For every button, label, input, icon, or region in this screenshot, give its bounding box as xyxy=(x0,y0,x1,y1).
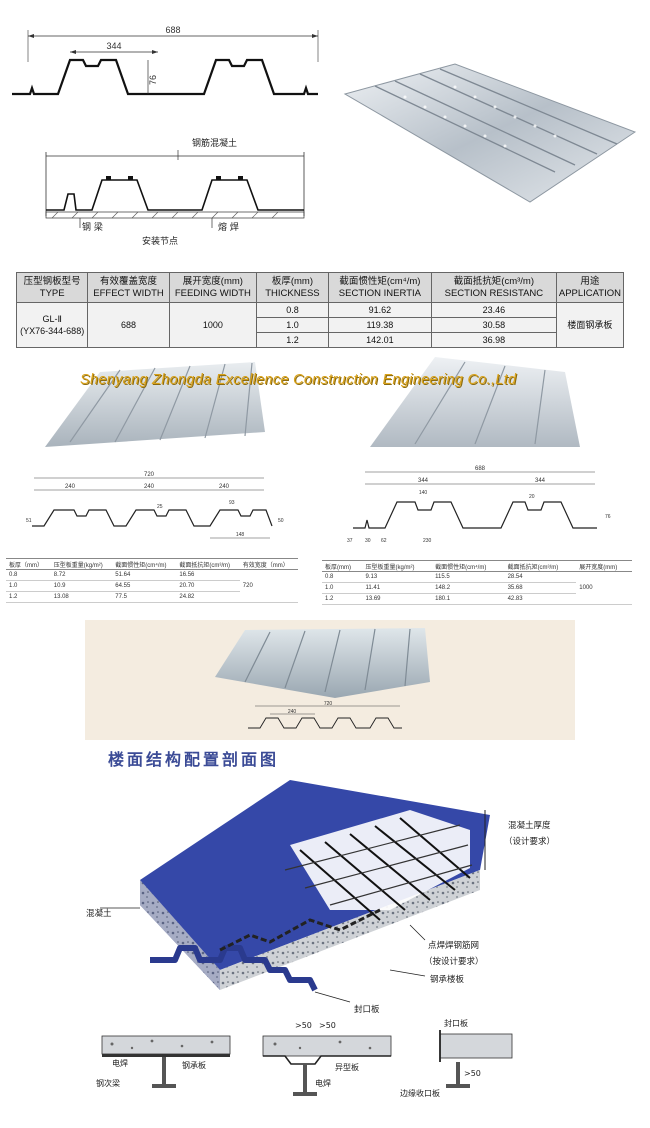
cell-thickness: 1.2 xyxy=(256,332,329,348)
label-seal-plate-2: 封口板 xyxy=(444,1018,468,1028)
detail-2: >50 >50 电焊 异型板 xyxy=(262,1021,392,1096)
dim-76-small: 76 xyxy=(605,514,611,520)
steel-deck-rendering xyxy=(343,63,637,203)
center-profile-diagram: 720 240 xyxy=(248,701,402,729)
dim-140: 140 xyxy=(419,490,428,496)
label-welded-mesh: 点焊焊钢筋网 xyxy=(428,940,479,951)
label-secondary-beam: 钢次梁 xyxy=(96,1078,120,1088)
table-row: 1.2 13.08 77.5 24.82 xyxy=(6,591,298,603)
dim-688: 688 xyxy=(165,25,180,35)
cell-inertia: 142.01 xyxy=(327,332,432,348)
dim-720: 720 xyxy=(144,472,155,478)
detail-3: 封口板 >50 边缘收口板 xyxy=(400,1018,513,1098)
dim-25: 25 xyxy=(157,504,163,510)
table-row: 1.0 10.9 64.55 20.70 xyxy=(6,580,298,592)
cell-thickness: 1.0 xyxy=(256,317,329,333)
dim-240-center: 240 xyxy=(288,709,297,715)
table-row: 1.0 11.41 148.2 35.68 xyxy=(322,582,632,594)
label-special-plate: 异型板 xyxy=(335,1062,359,1072)
dim-51: 51 xyxy=(26,518,32,524)
dim-240-b: 240 xyxy=(144,484,155,490)
cell-feeding-width: 1000 xyxy=(168,302,258,348)
label-reinforced-concrete: 钢筋混凝土 xyxy=(192,137,237,149)
left-spec-table: 板厚（mm） 压型板重量(kg/m²) 截面惯性矩(cm⁴/m) 截面抵抗矩(c… xyxy=(6,558,298,603)
label-weld-2: 电焊 xyxy=(315,1078,331,1088)
dim-344-a: 344 xyxy=(418,478,429,484)
cell-type: GL-Ⅱ(YX76-344-688) xyxy=(15,302,89,348)
deck-photo-center xyxy=(215,628,430,698)
label-mesh-design: （按设计要求） xyxy=(424,956,484,967)
dim-148: 148 xyxy=(236,532,245,538)
cell-resistance: 36.98 xyxy=(430,332,557,348)
cell-inertia: 91.62 xyxy=(327,302,432,318)
header-section-resistance: 截面抵抗矩(cm³/m)SECTION RESISTANC xyxy=(430,272,557,303)
dim-344: 344 xyxy=(106,41,121,51)
floor-section-title: 楼面结构配置剖面图 xyxy=(108,750,280,769)
label-steel-beam: 钢 梁 xyxy=(82,221,103,233)
cell-thickness: 0.8 xyxy=(256,302,329,318)
dim-76: 76 xyxy=(148,75,158,85)
label-concrete-thickness: 混凝土厚度 xyxy=(508,820,551,831)
dim-344-b: 344 xyxy=(535,478,546,484)
header-section-inertia: 截面惯性矩(cm⁴/m)SECTION INERTIA xyxy=(327,272,432,303)
spec-row: GL-Ⅱ(YX76-344-688) 688 1000 0.8 91.62 23… xyxy=(15,302,625,348)
deck-photo-right xyxy=(370,357,580,447)
cell-application: 楼面钢承板 xyxy=(555,302,625,348)
table-row: 板厚（mm） 压型板重量(kg/m²) 截面惯性矩(cm⁴/m) 截面抵抗矩(c… xyxy=(6,558,298,570)
dim-240-c: 240 xyxy=(219,484,230,490)
dim-230: 230 xyxy=(423,538,432,544)
dim-20: 20 xyxy=(529,494,535,500)
label-gap-2: >50 xyxy=(319,1021,336,1030)
floor-cutaway-illustration: 混凝土厚度 （设计要求） 混凝土 点焊焊钢筋网 （按设计要求） 钢承楼板 封口板 xyxy=(86,780,555,1015)
deck-photo-left xyxy=(45,362,265,447)
spec-row: 1.2 142.01 36.98 xyxy=(17,332,624,348)
top-profile-diagram: 688 344 76 xyxy=(12,25,319,96)
cell-resistance: 30.58 xyxy=(430,317,557,333)
dim-62: 62 xyxy=(381,538,387,544)
dim-26: 37 xyxy=(347,538,353,544)
table-row: 0.8 9.13 115.5 28.54 1000 xyxy=(322,571,632,605)
dim-720-center: 720 xyxy=(324,701,333,707)
table-row: 板厚(mm) 压型板重量(kg/m²) 截面惯性矩(cm⁴/m) 截面抵抗矩(c… xyxy=(322,560,632,572)
right-spec-table: 板厚(mm) 压型板重量(kg/m²) 截面惯性矩(cm⁴/m) 截面抵抗矩(c… xyxy=(322,560,632,605)
table-row: 1.2 13.69 180.1 42.83 xyxy=(322,593,632,605)
header-feeding-width: 展开宽度(mm)FEEDING WIDTH xyxy=(168,272,258,303)
label-deck-1: 钢承板 xyxy=(182,1060,206,1070)
label-weld-1: 电焊 xyxy=(112,1058,128,1068)
label-concrete: 混凝土 xyxy=(86,908,112,919)
label-install-node: 安装节点 xyxy=(142,235,178,247)
detail-1: 电焊 钢承板 钢次梁 xyxy=(96,1035,231,1088)
table-row: 0.8 8.72 51.64 16.56 720 xyxy=(6,569,298,603)
header-thickness: 板厚(mm)THICKNESS xyxy=(256,272,329,303)
cell-resistance: 23.46 xyxy=(430,302,557,318)
dim-50: 50 xyxy=(278,518,284,524)
label-gap-1: >50 xyxy=(295,1021,312,1030)
label-edge-plate: 边缘收口板 xyxy=(400,1088,440,1098)
label-fusion-weld: 熔 焊 xyxy=(218,221,239,233)
label-gap-3: >50 xyxy=(464,1069,481,1078)
label-seal-plate: 封口板 xyxy=(354,1004,380,1015)
cell-effect-width: 688 xyxy=(87,302,170,348)
dim-30: 30 xyxy=(365,538,371,544)
cell-inertia: 119.38 xyxy=(327,317,432,333)
dim-93: 93 xyxy=(229,500,235,506)
installation-node-diagram: 钢筋混凝土 钢 梁 熔 焊 安装节点 xyxy=(45,137,305,247)
label-steel-deck: 钢承楼板 xyxy=(430,974,465,985)
profile-688-diagram: 688 344 344 140 20 76 37 30 62 230 xyxy=(347,466,611,544)
dim-240-a: 240 xyxy=(65,484,76,490)
dim-688-small: 688 xyxy=(475,466,486,472)
company-watermark: Shenyang Zhongda Excellence Construction… xyxy=(80,372,517,388)
profile-720-diagram: 720 240 240 240 25 93 148 51 50 xyxy=(26,472,284,539)
label-design-requirement: （设计要求） xyxy=(504,836,555,847)
